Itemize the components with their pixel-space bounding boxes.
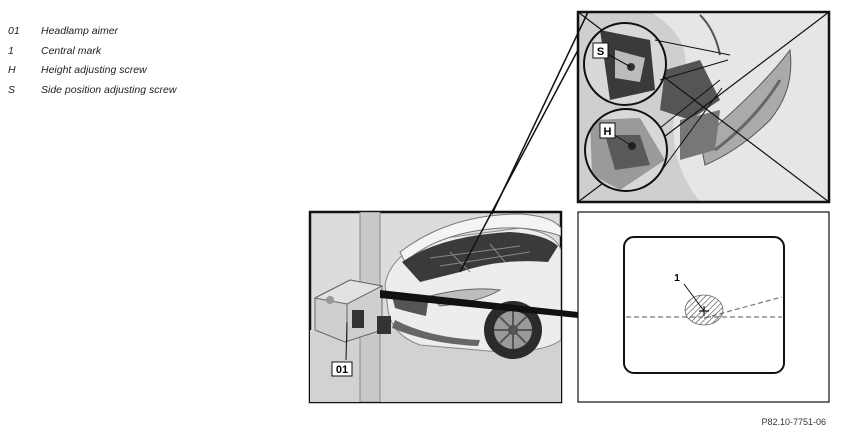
magnifier-height-screw: H	[584, 79, 723, 192]
detail-photo-frame	[576, 10, 831, 204]
engine-details	[429, 243, 531, 273]
connector-line	[491, 11, 589, 215]
detail-photo: S H	[576, 10, 831, 204]
central-mark-leader	[683, 283, 705, 312]
headlamp-mount	[660, 60, 720, 120]
legend-text: Headlamp aimer	[41, 25, 119, 37]
legend-key: H	[8, 64, 16, 76]
legend-key: 01	[8, 25, 20, 37]
front-spoiler	[392, 320, 480, 346]
legend-item: H Height adjusting screw	[8, 61, 176, 81]
engine-bay	[402, 232, 558, 282]
legend-text: Height adjusting screw	[41, 64, 147, 76]
legend-item: S Side position adjusting screw	[8, 81, 176, 101]
headlamp-housing	[699, 48, 792, 166]
aimer-callout-box	[331, 361, 353, 377]
car-hood	[399, 213, 561, 263]
connector-line	[459, 49, 579, 273]
height-screw-callout-box	[599, 122, 616, 139]
side-screw-callout: S	[597, 46, 604, 58]
magnifier-side-screw: S	[583, 22, 731, 106]
reference-code: P82.10-7751-06	[761, 417, 826, 427]
legend: 01 Headlamp aimer 1 Central mark H Heigh…	[8, 22, 176, 100]
main-photo: 01	[308, 210, 563, 404]
legend-text: Side position adjusting screw	[41, 83, 177, 96]
legend-item: 01 Headlamp aimer	[8, 22, 176, 42]
aimer-screen-detail: 1	[577, 211, 830, 403]
central-mark-callout: 1	[674, 273, 680, 284]
height-screw-callout: H	[604, 126, 612, 138]
connector-beam	[380, 290, 578, 318]
legend-text: Central mark	[41, 44, 102, 57]
aimer-callout: 01	[336, 364, 348, 376]
aimer-leader	[345, 321, 348, 361]
light-cutoff-line	[703, 296, 783, 319]
legend-key: S	[8, 83, 16, 96]
side-screw-callout-box	[592, 42, 609, 59]
legend-key: 1	[8, 44, 14, 57]
aimer-lens	[352, 310, 364, 328]
legend-item: 1 Central mark	[8, 42, 176, 62]
